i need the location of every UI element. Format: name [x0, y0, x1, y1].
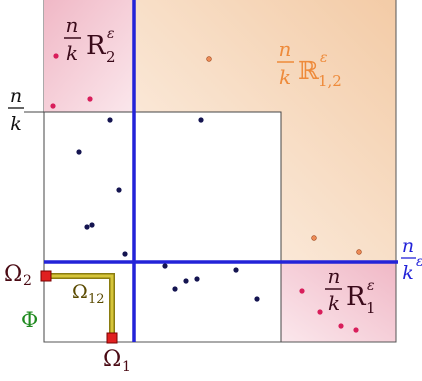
- pink-point: [317, 309, 323, 315]
- omega2-marker: [40, 270, 52, 282]
- label-tl-num: n: [66, 13, 79, 37]
- orange-point: [206, 56, 212, 62]
- pink-point: [53, 53, 59, 59]
- omega1-marker: [106, 332, 118, 344]
- navy-point: [162, 263, 168, 269]
- pink-point: [338, 323, 344, 329]
- label-omega2-sym: Ω: [4, 262, 22, 287]
- label-tr-sup: ε: [320, 50, 328, 66]
- label-tr-sym: ℝ: [298, 56, 319, 85]
- navy-point: [194, 276, 200, 282]
- pink-points: [50, 53, 359, 333]
- omega-path-inner: [46, 274, 114, 337]
- orange-point: [311, 235, 317, 241]
- pink-point: [299, 288, 305, 294]
- label-region-bottom-right: n k R 1 ε: [325, 264, 376, 317]
- label-omega1-sym: Ω: [103, 347, 121, 372]
- label-omega12-sub: 12: [88, 292, 105, 307]
- navy-point: [183, 278, 189, 284]
- region-bottom-right-shade: [281, 262, 396, 342]
- label-tl-den: k: [66, 41, 78, 65]
- navy-point: [89, 222, 95, 228]
- orange-points: [206, 56, 362, 255]
- navy-point: [233, 267, 239, 273]
- region-top-left-shade: [44, 0, 134, 112]
- label-tr-sub: 1,2: [318, 72, 342, 90]
- label-br-sup: ε: [367, 278, 375, 294]
- pink-point: [87, 96, 93, 102]
- label-y-num: n: [10, 85, 22, 107]
- label-omega1: Ω 1: [103, 347, 131, 375]
- label-tl-sub: 2: [106, 48, 116, 66]
- label-omega12-sym: Ω: [72, 281, 88, 303]
- navy-point: [107, 117, 113, 123]
- navy-points: [76, 117, 260, 302]
- label-x-threshold: n k ε: [401, 235, 422, 284]
- orange-point: [356, 249, 362, 255]
- label-br-sym: R: [346, 282, 367, 312]
- label-br-num: n: [328, 264, 341, 288]
- label-tr-num: n: [279, 37, 292, 61]
- label-y-threshold: n k: [8, 85, 24, 135]
- label-phi: Φ: [21, 308, 38, 332]
- label-region-top-right: n k ℝ 1,2 ε: [277, 37, 342, 90]
- inner-square: [43, 111, 282, 343]
- navy-point: [116, 187, 122, 193]
- navy-point: [198, 117, 204, 123]
- label-x-sup: ε: [416, 254, 422, 270]
- label-br-sub: 1: [366, 299, 376, 317]
- navy-point: [76, 149, 82, 155]
- label-tl-sup: ε: [107, 26, 115, 42]
- label-x-num: n: [402, 235, 414, 257]
- label-tr-den: k: [279, 65, 291, 89]
- navy-point: [254, 296, 260, 302]
- label-region-top-left: n k R 2 ε: [64, 13, 116, 66]
- label-x-den: k: [402, 262, 414, 284]
- label-tl-sym: R: [86, 31, 107, 61]
- pink-point: [50, 103, 56, 109]
- navy-point: [172, 286, 178, 292]
- navy-point: [122, 251, 128, 257]
- label-omega12: Ω 12: [72, 281, 105, 307]
- label-omega1-sub: 1: [122, 359, 131, 375]
- pink-point: [353, 327, 359, 333]
- label-omega2: Ω 2: [4, 262, 32, 289]
- navy-point: [84, 224, 90, 230]
- label-omega2-sub: 2: [23, 273, 32, 289]
- label-y-den: k: [10, 113, 22, 135]
- label-br-den: k: [328, 291, 340, 315]
